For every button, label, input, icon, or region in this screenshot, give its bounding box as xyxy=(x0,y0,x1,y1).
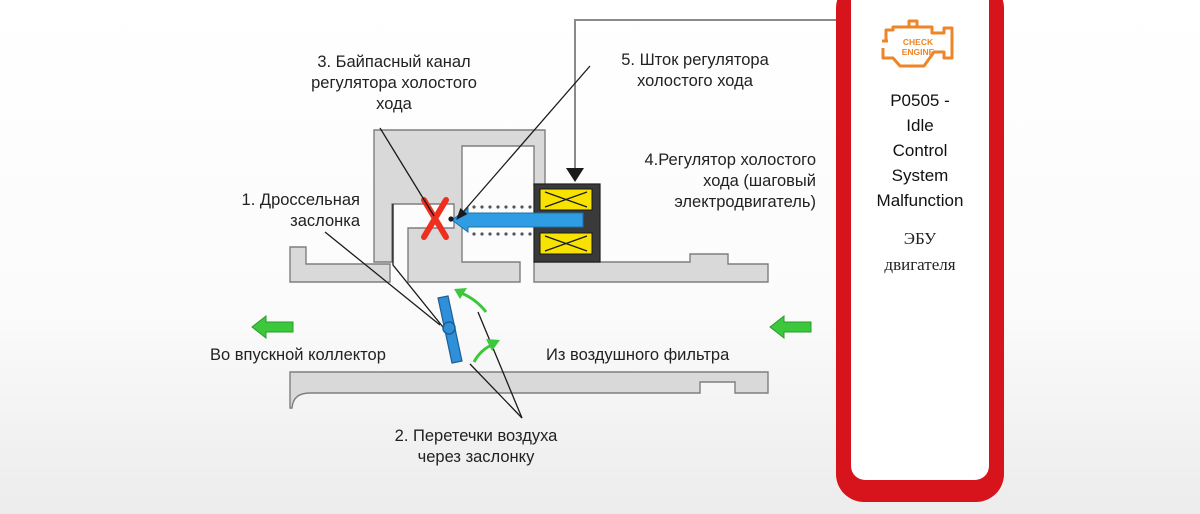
bypass-channel-housing xyxy=(373,129,546,283)
label-from-air-filter: Из воздушного фильтра xyxy=(546,346,730,364)
ecu-name: ЭБУ двигателя xyxy=(884,229,956,274)
ecu-panel xyxy=(836,0,1004,502)
label-bypass-channel: 3. Байпасный канал регулятора холостого … xyxy=(311,53,477,113)
ecu-error-code: P0505 - Idle Control System Malfunction xyxy=(876,91,964,210)
label-throttle-valve: 1. Дроссельная заслонка xyxy=(241,191,360,230)
ecu-wire xyxy=(574,19,836,172)
regulator-stem-arrow xyxy=(451,207,584,233)
manifold-lower-wall xyxy=(289,371,769,409)
leader-leak-1 xyxy=(477,311,523,419)
wire-arrowhead xyxy=(566,168,584,182)
coil-winding-top xyxy=(544,191,588,208)
label-regulator-stem: 5. Шток регулятора холостого хода xyxy=(621,51,769,90)
label-air-leak: 2. Перетечки воздуха через заслонку xyxy=(394,427,558,466)
arrow-icon-leak-bottom xyxy=(472,339,500,363)
label-to-intake-manifold: Во впускной коллектор xyxy=(210,346,386,364)
leader-leak-2 xyxy=(469,363,523,419)
throttle-linkage xyxy=(392,204,456,343)
engine-icon xyxy=(881,19,954,68)
leader-throttle xyxy=(324,231,441,326)
check-engine-line1: CHECK xyxy=(903,37,934,47)
label-idle-regulator: 4.Регулятор холостого хода (шаговый элек… xyxy=(644,151,817,211)
stem-tip xyxy=(448,216,454,222)
leader-bypass xyxy=(379,127,435,217)
manifold-upper-wall-left xyxy=(289,246,391,283)
ecu-screen xyxy=(851,0,989,480)
stem-spring xyxy=(472,205,532,236)
coil-winding-bottom xyxy=(544,235,588,252)
throttle-valve xyxy=(437,295,463,364)
arrow-icon-intake xyxy=(251,314,294,340)
manifold-upper-wall-right xyxy=(533,253,769,283)
check-engine-line2: ENGINE xyxy=(902,47,935,57)
arrow-icon-leak-top xyxy=(454,288,488,313)
arrow-icon-air-filter xyxy=(769,314,812,340)
leader-stem xyxy=(456,65,591,220)
